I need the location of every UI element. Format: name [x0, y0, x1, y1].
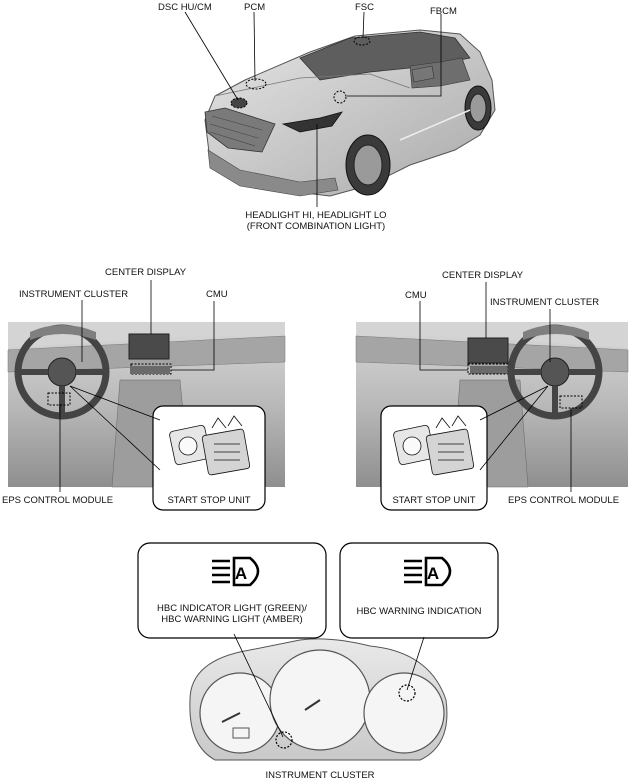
- svg-text:A: A: [235, 564, 247, 583]
- label-headlight: HEADLIGHT HI, HEADLIGHT LO (FRONT COMBIN…: [226, 210, 406, 232]
- hbc-indicator-line2: HBC WARNING LIGHT (AMBER): [161, 614, 303, 625]
- hbc-warning-callout-text: HBC WARNING INDICATION: [356, 606, 482, 617]
- instrument-cluster-illustration: [137, 542, 499, 761]
- auto-high-beam-icon: A: [212, 556, 260, 587]
- instrument-cluster-caption: INSTRUMENT CLUSTER: [265, 770, 375, 781]
- lhd-dashboard-illustration: [7, 280, 286, 511]
- label-fbcm: FBCM: [430, 6, 457, 17]
- rhd-label-eps-control-module: EPS CONTROL MODULE: [508, 495, 620, 506]
- rhd-label-center-display: CENTER DISPLAY: [442, 270, 524, 281]
- auto-high-beam-icon: A: [404, 556, 452, 587]
- hbc-indicator-line1: HBC INDICATOR LIGHT (GREEN)/: [157, 603, 307, 614]
- label-pcm: PCM: [244, 2, 266, 13]
- lhd-label-cmu: CMU: [206, 289, 228, 300]
- vehicle-illustration: [184, 11, 496, 207]
- svg-text:A: A: [427, 564, 439, 583]
- hbc-indicator-callout-text: HBC INDICATOR LIGHT (GREEN)/ HBC WARNING…: [140, 603, 324, 625]
- label-headlight-line2: (FRONT COMBINATION LIGHT): [246, 221, 386, 232]
- lhd-label-start-stop-unit: START STOP UNIT: [167, 495, 251, 506]
- label-headlight-line1: HEADLIGHT HI, HEADLIGHT LO: [245, 210, 387, 221]
- label-dsc-hu-cm: DSC HU/CM: [158, 2, 212, 13]
- lhd-label-instrument-cluster: INSTRUMENT CLUSTER: [19, 289, 129, 300]
- lhd-label-eps-control-module: EPS CONTROL MODULE: [2, 495, 114, 506]
- rhd-label-instrument-cluster: INSTRUMENT CLUSTER: [490, 297, 600, 308]
- label-fsc: FSC: [355, 2, 374, 13]
- rhd-label-start-stop-unit: START STOP UNIT: [392, 495, 476, 506]
- lhd-label-center-display: CENTER DISPLAY: [105, 267, 187, 278]
- rhd-dashboard-illustration: [355, 282, 629, 511]
- rhd-label-cmu: CMU: [405, 290, 427, 301]
